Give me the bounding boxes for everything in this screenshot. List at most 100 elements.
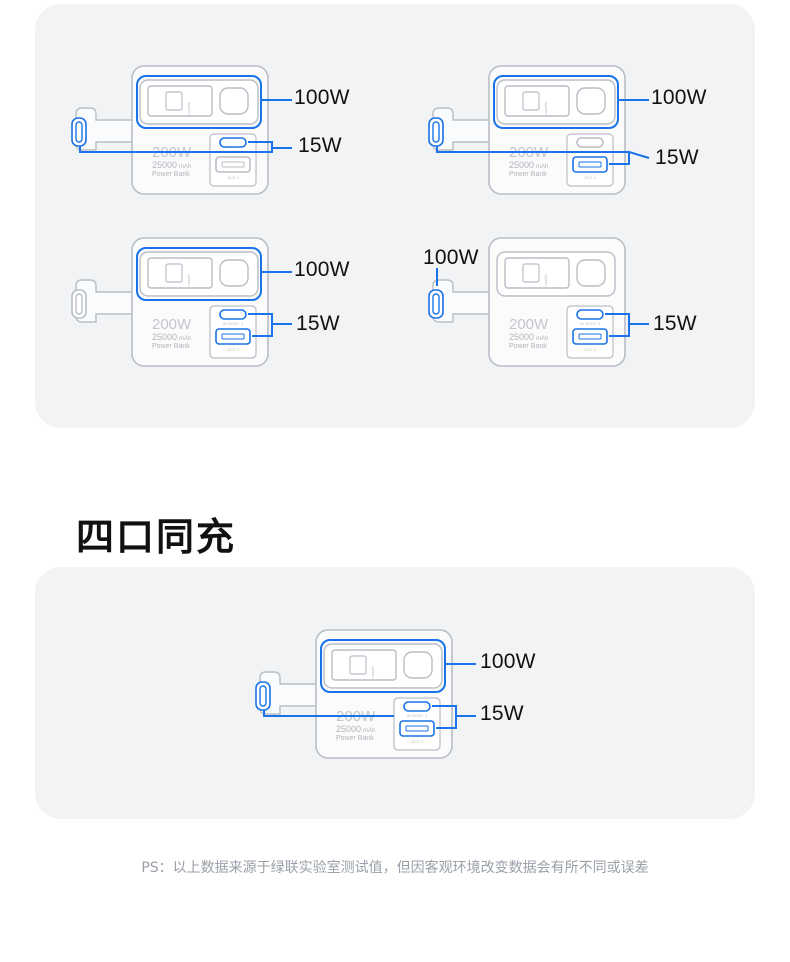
- capacity-unit: mAh: [179, 336, 191, 342]
- usb-c-port: [219, 137, 247, 148]
- high-wattage-label: 100W: [651, 86, 707, 109]
- usb-a-port: [572, 328, 608, 345]
- capacity-mah: 25000: [152, 332, 177, 342]
- cable-strap: [75, 107, 135, 151]
- high-wattage-label: 100W: [294, 86, 350, 109]
- high-wattage-label: 100W: [423, 246, 479, 269]
- port-c-label: IN 3/OUT 3: [407, 713, 428, 718]
- low-wattage-label: 15W: [653, 312, 697, 335]
- cable-connector-line: [263, 710, 394, 717]
- cable-usb-c-port: [75, 121, 83, 143]
- product-name: Power Bank: [509, 171, 547, 178]
- cable-strap: [432, 279, 492, 323]
- usb-a-port: [399, 720, 435, 737]
- low-wattage-label: 15W: [480, 702, 524, 725]
- capacity-unit: mAh: [179, 164, 191, 170]
- footnote: PS：以上数据来源于绿联实验室测试值，但因客观环境改变数据会有所不同或误差: [141, 860, 649, 876]
- low-connector-line: [248, 141, 292, 149]
- usb-a-inner: [578, 161, 602, 168]
- plug-end: [403, 651, 433, 679]
- capacity-mah: 25000: [336, 724, 361, 734]
- cable-brand-text: ugreen: [187, 274, 192, 286]
- capacity-mah: 25000: [509, 332, 534, 342]
- capacity-unit: mAh: [363, 728, 375, 734]
- high-wattage-label: 100W: [294, 258, 350, 281]
- usb-a-inner: [221, 161, 245, 168]
- plug-end: [576, 259, 606, 287]
- high-power-highlight: [493, 75, 619, 129]
- low-connector-line: [609, 150, 650, 165]
- cable-strap: [75, 279, 135, 323]
- plug-inner: [165, 263, 183, 283]
- cable-usb-c-port: [259, 685, 267, 707]
- plug-inner: [165, 91, 183, 111]
- cable-brand-text: ugreen: [371, 666, 376, 678]
- plug-end: [219, 259, 249, 287]
- high-power-highlight: [136, 247, 262, 301]
- cable-plug-housing: [147, 257, 213, 289]
- product-name: Power Bank: [152, 343, 190, 350]
- usb-a-inner: [578, 333, 602, 340]
- low-wattage-label: 15W: [296, 312, 340, 335]
- capacity-unit: mAh: [536, 164, 548, 170]
- cable-usb-c-port: [75, 293, 83, 315]
- cable-usb-c-port: [432, 121, 440, 143]
- usb-c-port: [576, 137, 604, 148]
- usb-a-inner: [221, 333, 245, 340]
- capacity-wattage: 200W: [152, 316, 192, 333]
- section-title: 四口同充: [76, 515, 237, 559]
- plug-inner: [522, 91, 540, 111]
- low-wattage-label: 15W: [298, 134, 342, 157]
- usb-c-port: [576, 309, 604, 320]
- usb-a-port: [215, 156, 251, 173]
- plug-inner: [522, 263, 540, 283]
- port-a-label: OUT 4: [227, 175, 239, 180]
- high-power-highlight: [320, 639, 446, 693]
- capacity-mah: 25000: [152, 160, 177, 170]
- low-wattage-label: 15W: [655, 146, 699, 169]
- usb-c-port: [219, 309, 247, 320]
- capacity-mah: 25000: [509, 160, 534, 170]
- high-power-highlight: [136, 75, 262, 129]
- port-a-label: OUT 4: [411, 739, 423, 744]
- usb-a-port: [215, 328, 251, 345]
- cable-brand-text: ugreen: [544, 274, 549, 286]
- capacity-unit: mAh: [536, 336, 548, 342]
- plug-end: [219, 87, 249, 115]
- port-c-label: IN 3/OUT 3: [580, 321, 601, 326]
- cable-brand-text: ugreen: [544, 102, 549, 114]
- usb-c-port: [403, 701, 431, 712]
- cable-connector-line: [436, 146, 629, 153]
- port-a-label: OUT 4: [227, 347, 239, 352]
- usb-a-port: [572, 156, 608, 173]
- cable-plug-housing: [504, 257, 570, 289]
- cable-plug-housing: [331, 649, 397, 681]
- capacity-wattage: 200W: [509, 316, 549, 333]
- high-wattage-label: 100W: [480, 650, 536, 673]
- product-name: Power Bank: [152, 171, 190, 178]
- port-c-label: IN 3/OUT 3: [223, 321, 244, 326]
- plug-inner: [349, 655, 367, 675]
- plug-end: [576, 87, 606, 115]
- cable-brand-text: ugreen: [187, 102, 192, 114]
- cable-plug-housing: [504, 85, 570, 117]
- port-a-label: OUT 4: [584, 347, 596, 352]
- cable-plug-housing: [147, 85, 213, 117]
- port-a-label: OUT 4: [584, 175, 596, 180]
- cable-strap: [259, 671, 319, 715]
- product-name: Power Bank: [509, 343, 547, 350]
- usb-a-inner: [405, 725, 429, 732]
- cable-strap: [432, 107, 492, 151]
- cable-usb-c-port: [432, 293, 440, 315]
- product-name: Power Bank: [336, 735, 374, 742]
